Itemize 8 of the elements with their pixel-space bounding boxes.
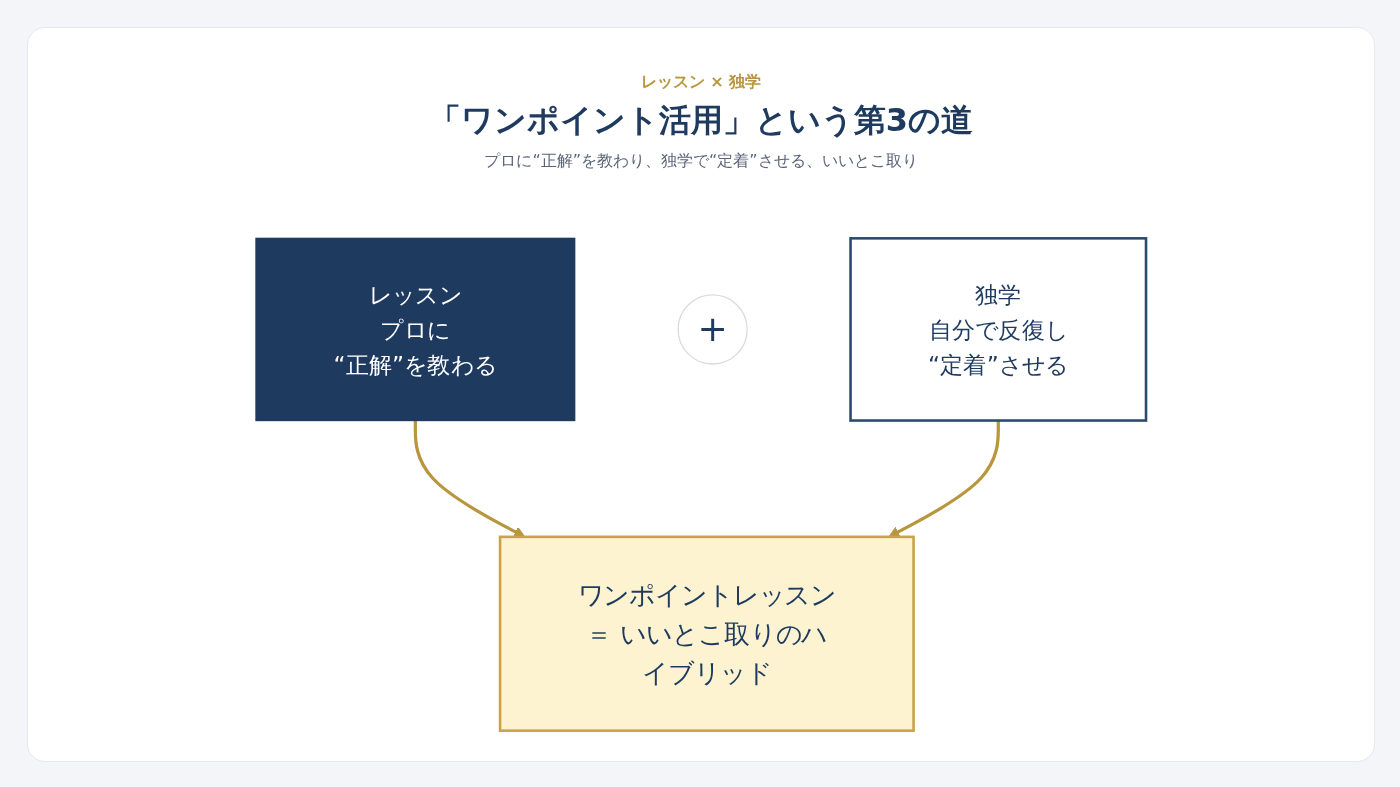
subtitle: プロに“正解”を教わり、独学で“定着”させる、いいとこ取り — [484, 151, 918, 172]
node-circle — [677, 294, 748, 365]
node-box — [255, 237, 576, 422]
flowchart-drawing: レッスン プロに “正解”を教わる + 独学 自分で反復し “定着”させる ワンポイントレッスン ＝ いいとこ取りのハイブリッド — [128, 228, 1274, 741]
node-box — [498, 535, 915, 732]
node-box — [849, 237, 1148, 422]
title: 「ワンポイント活用」という第3の道 — [428, 100, 974, 141]
kicker-text: レッスン × 独学 — [640, 72, 762, 93]
